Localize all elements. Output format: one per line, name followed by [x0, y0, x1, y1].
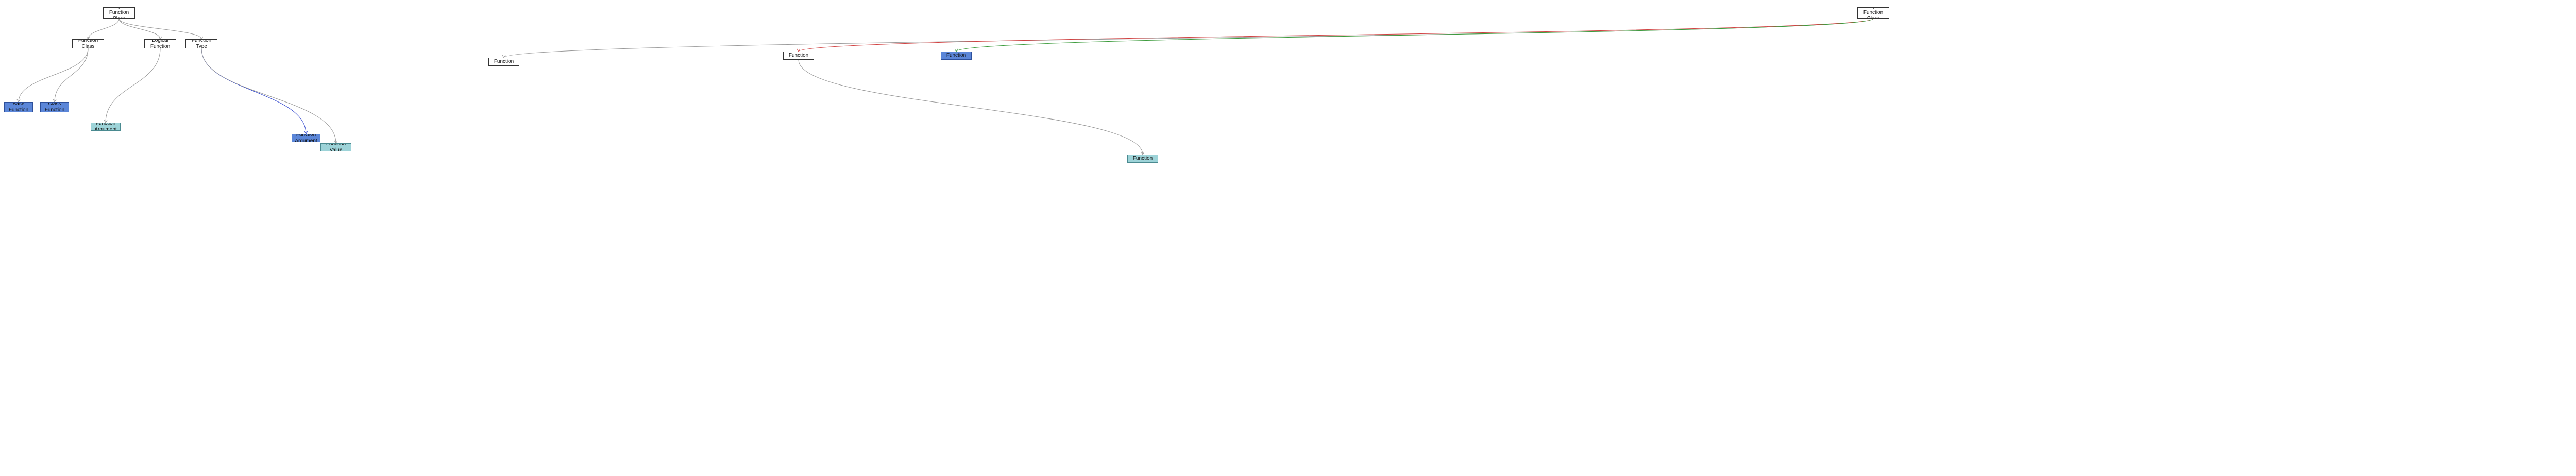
diagram-node: Logical Function: [144, 39, 176, 48]
diagram-node: Function Class: [72, 39, 104, 48]
diagram-edge: [88, 18, 120, 40]
diagram-edge: [503, 18, 1874, 58]
diagram-edge: [798, 18, 1874, 52]
diagram-node: Function: [488, 58, 519, 66]
diagram-node: Function: [1127, 155, 1158, 163]
diagram-edge: [201, 48, 307, 134]
diagram-node: Function Argument: [292, 134, 320, 142]
diagram-node: Function: [783, 52, 814, 60]
diagram-edge: [54, 48, 89, 103]
diagram-edge: [118, 18, 202, 40]
diagram-node: Function Type: [185, 39, 217, 48]
diagram-edge: [201, 48, 336, 144]
diagram-node: Function: [941, 52, 972, 60]
diagram-node: Function Argument: [91, 123, 121, 131]
diagram-node: Function Value: [320, 143, 351, 151]
diagram-node: Computer Function Class: [103, 7, 135, 19]
diagram-edge: [105, 48, 161, 123]
diagram-node: Base Function: [4, 102, 33, 112]
diagram-edge: [798, 59, 1143, 155]
diagram-edge: [118, 18, 161, 40]
diagram-node: Computer Function Class: [1857, 7, 1889, 19]
diagram-edge: [956, 18, 1874, 52]
diagram-node: Class Function: [40, 102, 69, 112]
diagram-edge: [18, 48, 89, 103]
